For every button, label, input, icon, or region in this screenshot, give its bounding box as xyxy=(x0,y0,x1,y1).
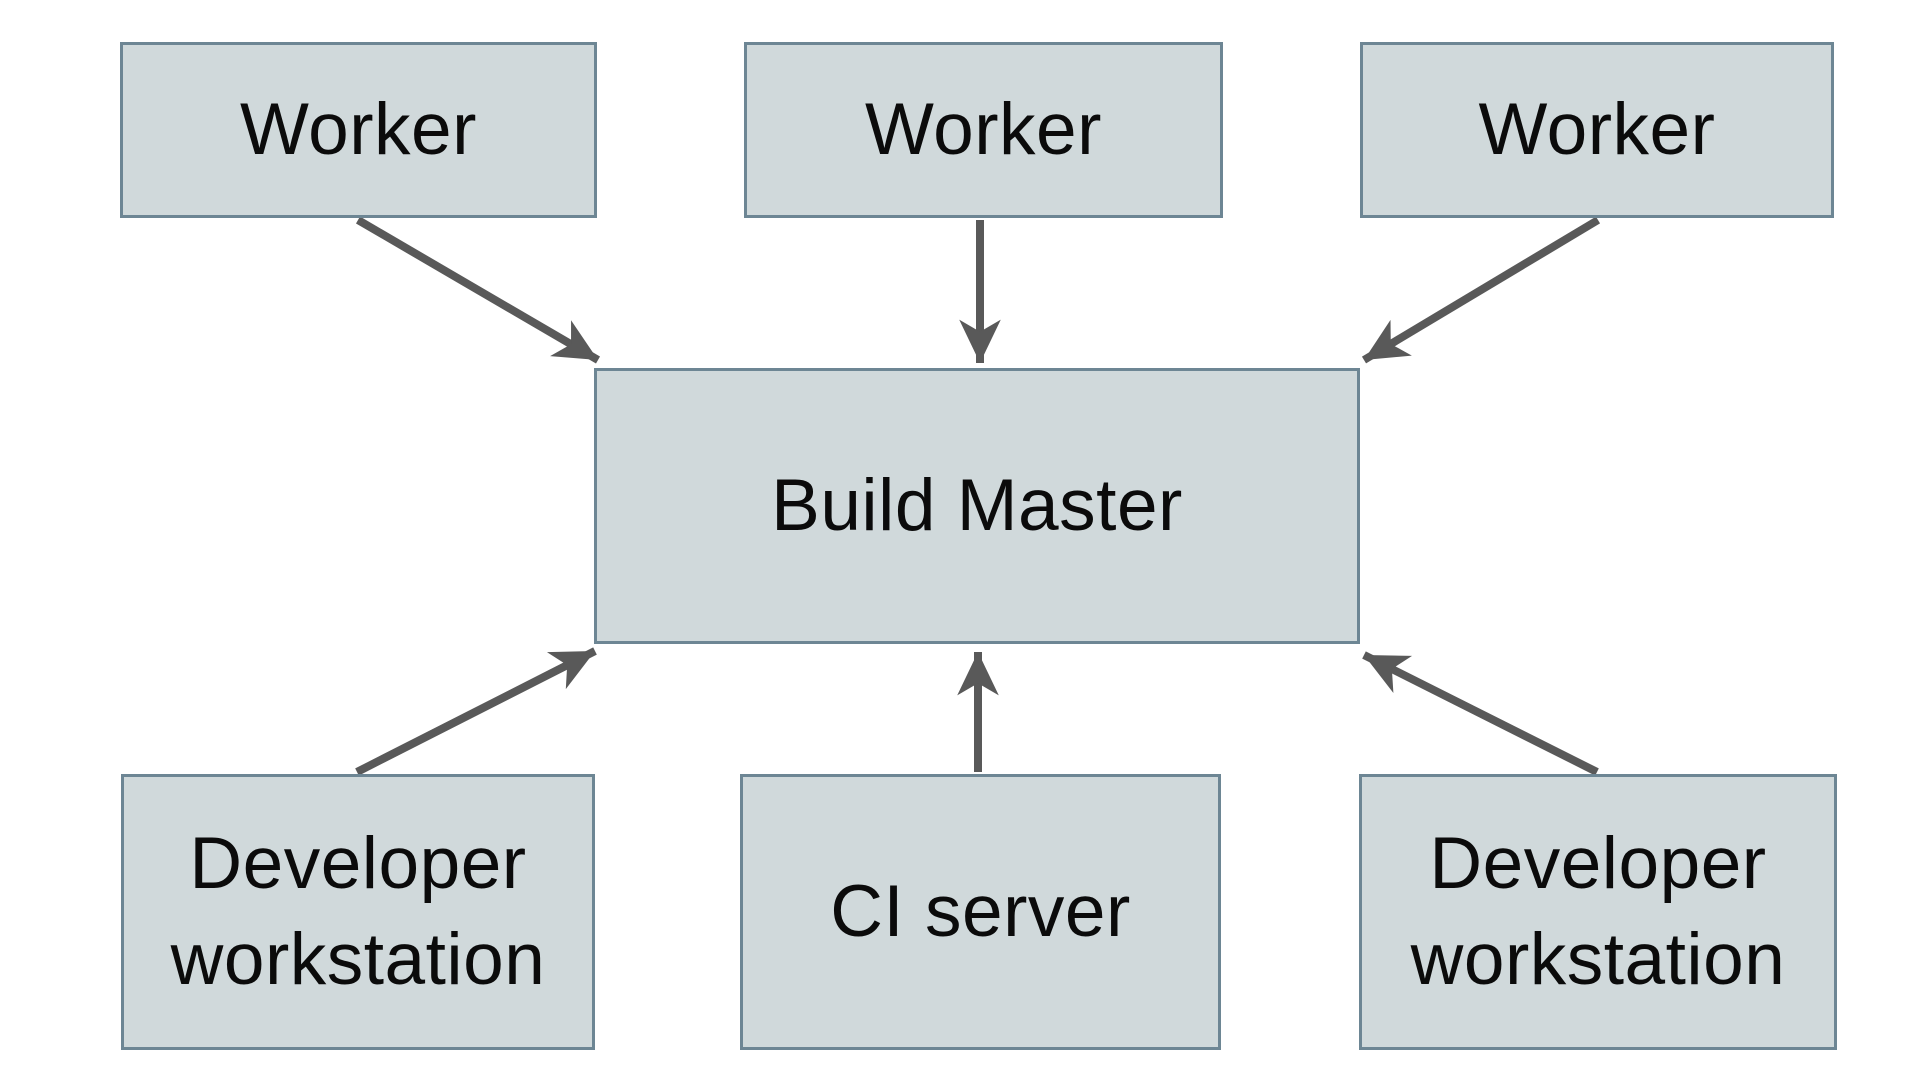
node-developer-workstation-2: Developer workstation xyxy=(1359,774,1837,1050)
arrow-developer-workstation-2-to-build-master xyxy=(1362,651,1599,776)
node-worker-3: Worker xyxy=(1360,42,1834,218)
node-worker-2: Worker xyxy=(744,42,1223,218)
node-worker-1: Worker xyxy=(120,42,597,218)
arrow-worker-1-to-build-master xyxy=(355,216,601,364)
arrow-developer-workstation-1-to-build-master xyxy=(355,647,597,776)
node-build-master: Build Master xyxy=(594,368,1360,644)
node-ci-server: CI server xyxy=(740,774,1221,1050)
node-build-master-label: Build Master xyxy=(771,464,1183,546)
node-worker-1-label: Worker xyxy=(240,88,477,170)
node-developer-workstation-1: Developer workstation xyxy=(121,774,595,1050)
node-worker-2-label: Worker xyxy=(865,88,1102,170)
node-ci-server-label: CI server xyxy=(830,870,1131,952)
arrow-worker-3-to-build-master xyxy=(1361,216,1601,364)
node-developer-workstation-1-label: Developer workstation xyxy=(170,822,546,1000)
node-worker-3-label: Worker xyxy=(1478,88,1716,170)
node-developer-workstation-2-label: Developer workstation xyxy=(1410,822,1786,1000)
